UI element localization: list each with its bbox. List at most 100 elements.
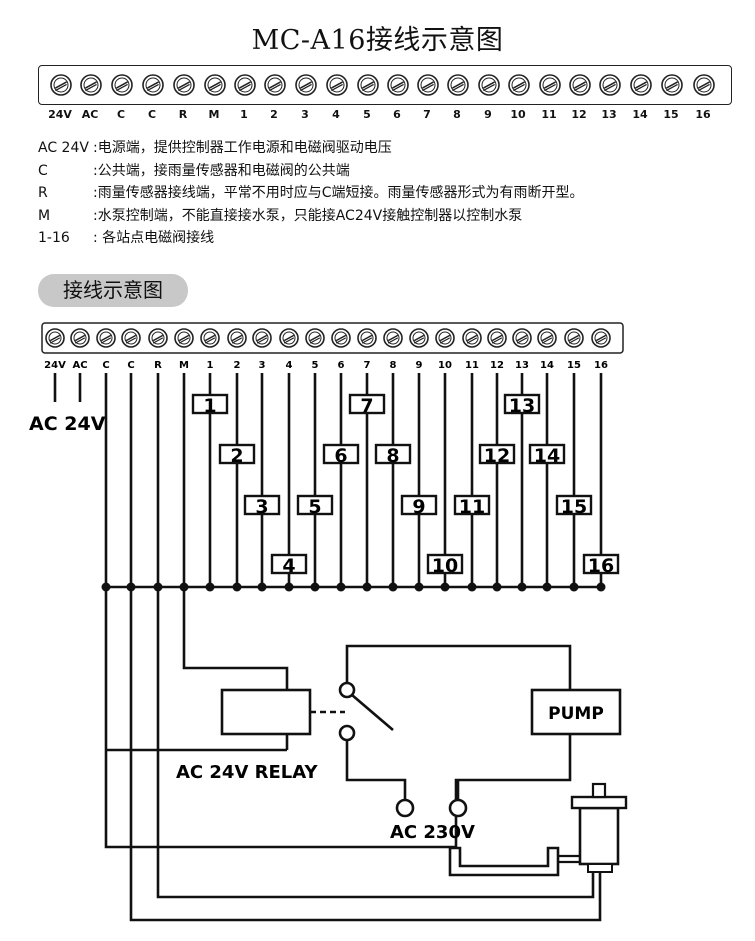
- diagram-terminal-screw: [383, 328, 403, 348]
- pump-box: [530, 688, 622, 736]
- valve-label: 3: [255, 496, 268, 518]
- top-terminal-label: 8: [453, 108, 461, 121]
- valve-box-2: 2: [218, 443, 256, 467]
- valve-label: 7: [360, 395, 373, 417]
- diagram-terminal-screw: [148, 328, 168, 348]
- pump-label: PUMP: [548, 704, 604, 724]
- valve-label: 8: [386, 445, 399, 467]
- diagram-terminal-label: 11: [465, 360, 479, 371]
- diagram-terminal-screw: [435, 328, 455, 348]
- top-terminal-label: 7: [423, 108, 431, 121]
- valve-box-11: 11: [453, 494, 491, 518]
- valve-box-1: 1: [191, 393, 229, 417]
- diagram-terminal-screw: [121, 328, 141, 348]
- valve-label: 5: [308, 496, 321, 518]
- relay-contact-top: [338, 681, 356, 699]
- diagram-terminal-label: 6: [338, 360, 345, 371]
- diagram-terminal-label: AC: [72, 360, 87, 371]
- top-terminal-label: 3: [301, 108, 309, 121]
- top-terminal-screw: [630, 74, 652, 96]
- junction-dot: [232, 582, 242, 592]
- wire-r-to-sensor: [156, 373, 595, 899]
- rain-sensor-stem: [591, 782, 607, 799]
- legend-row-stations: 1-16 : 各站点电磁阀接线: [38, 227, 584, 250]
- top-terminal-screw: [661, 74, 683, 96]
- valve-label: 11: [459, 496, 485, 518]
- valve-box-16: 16: [582, 553, 620, 577]
- diagram-terminal-screw: [564, 328, 584, 348]
- diagram-terminal-label: 3: [259, 360, 266, 371]
- diagram-terminal-screw: [331, 328, 351, 348]
- diagram-terminal-label: 8: [390, 360, 397, 371]
- legend-desc: : 各站点电磁阀接线: [93, 230, 215, 246]
- junction-dot: [388, 582, 398, 592]
- rain-sensor-cap: [570, 795, 628, 810]
- top-terminal-label: 13: [601, 108, 617, 121]
- relay-switch-arm: [351, 694, 394, 731]
- junction-dot: [596, 582, 606, 592]
- diagram-terminal-label: M: [179, 360, 189, 371]
- diagram-terminal-screw: [227, 328, 247, 348]
- top-terminal-screw: [569, 74, 591, 96]
- top-terminal-screw: [478, 74, 500, 96]
- top-terminal-label: C: [116, 108, 126, 121]
- valve-label: 9: [412, 496, 425, 518]
- diagram-terminal-screw: [462, 328, 482, 348]
- top-terminal-screw: [173, 74, 195, 96]
- top-terminal-label: C: [147, 108, 157, 121]
- diagram-terminal-screw: [305, 328, 325, 348]
- top-terminal-screw: [234, 74, 256, 96]
- junction-dot: [336, 582, 346, 592]
- top-terminal-label: R: [178, 108, 188, 121]
- valve-box-9: 9: [400, 494, 438, 518]
- terminal-legend: AC 24V:电源端，提供控制器工作电源和电磁阀驱动电压 C:公共端，接雨量传感…: [38, 137, 584, 250]
- legend-row-ac24v: AC 24V:电源端，提供控制器工作电源和电磁阀驱动电压: [38, 137, 584, 160]
- diagram-terminal-screw: [96, 328, 116, 348]
- junction-dot: [492, 582, 502, 592]
- legend-key: C: [38, 162, 48, 179]
- valve-label: 10: [432, 555, 458, 577]
- diagram-terminal-screw: [174, 328, 194, 348]
- mains-label: AC 230V: [390, 822, 475, 843]
- junction-dot: [284, 582, 294, 592]
- page-title: MC-A16接线示意图: [251, 25, 504, 56]
- relay-label: AC 24V RELAY: [176, 762, 318, 783]
- top-screw-row: [50, 74, 715, 96]
- top-terminal-screw: [357, 74, 379, 96]
- junction-dot: [362, 582, 372, 592]
- valve-label: 4: [282, 555, 295, 577]
- rain-sensor-base: [587, 863, 613, 873]
- diagram-terminal-label: 13: [515, 360, 529, 371]
- wire-relay-to-pump: [345, 644, 572, 690]
- top-terminal-label: 11: [541, 108, 557, 121]
- diagram-terminal-label: 10: [438, 360, 452, 371]
- valve-label: 1: [203, 395, 216, 417]
- legend-key: 1-16: [38, 230, 70, 246]
- diagram-terminal-screw: [357, 328, 377, 348]
- valve-box-7: 7: [348, 393, 386, 417]
- junction-dot: [205, 582, 215, 592]
- valve-label: 2: [230, 445, 243, 467]
- valve-box-10: 10: [426, 553, 464, 577]
- valve-label: 16: [588, 555, 614, 577]
- top-terminal-screw: [264, 74, 286, 96]
- diagram-terminal-label: 5: [312, 360, 319, 371]
- diagram-terminal-label: 9: [416, 360, 423, 371]
- junction-dot: [179, 582, 189, 592]
- legend-row-m: M:水泵控制端，不能直接接水泵，只能接AC24V接触控制器以控制水泵: [38, 205, 584, 228]
- legend-row-r: R:雨量传感器接线端，平常不用时应与C端短接。雨量传感器形式为有雨断开型。: [38, 182, 584, 205]
- diagram-terminal-screw: [409, 328, 429, 348]
- legend-key: R: [38, 185, 48, 201]
- section-title: 接线示意图: [38, 274, 188, 307]
- diagram-terminal-label: C: [102, 360, 109, 371]
- wire-m-to-relay: [182, 373, 289, 690]
- top-terminal-screw: [80, 74, 102, 96]
- valve-label: 12: [484, 445, 510, 467]
- top-terminal-screw: [295, 74, 317, 96]
- top-terminal-label: 9: [484, 108, 492, 121]
- legend-row-c: C:公共端，接雨量传感器和电磁阀的公共端: [38, 160, 584, 183]
- top-terminal-label: 4: [332, 108, 340, 121]
- diagram-terminal-screw: [200, 328, 220, 348]
- top-terminal-label: 1: [240, 108, 248, 121]
